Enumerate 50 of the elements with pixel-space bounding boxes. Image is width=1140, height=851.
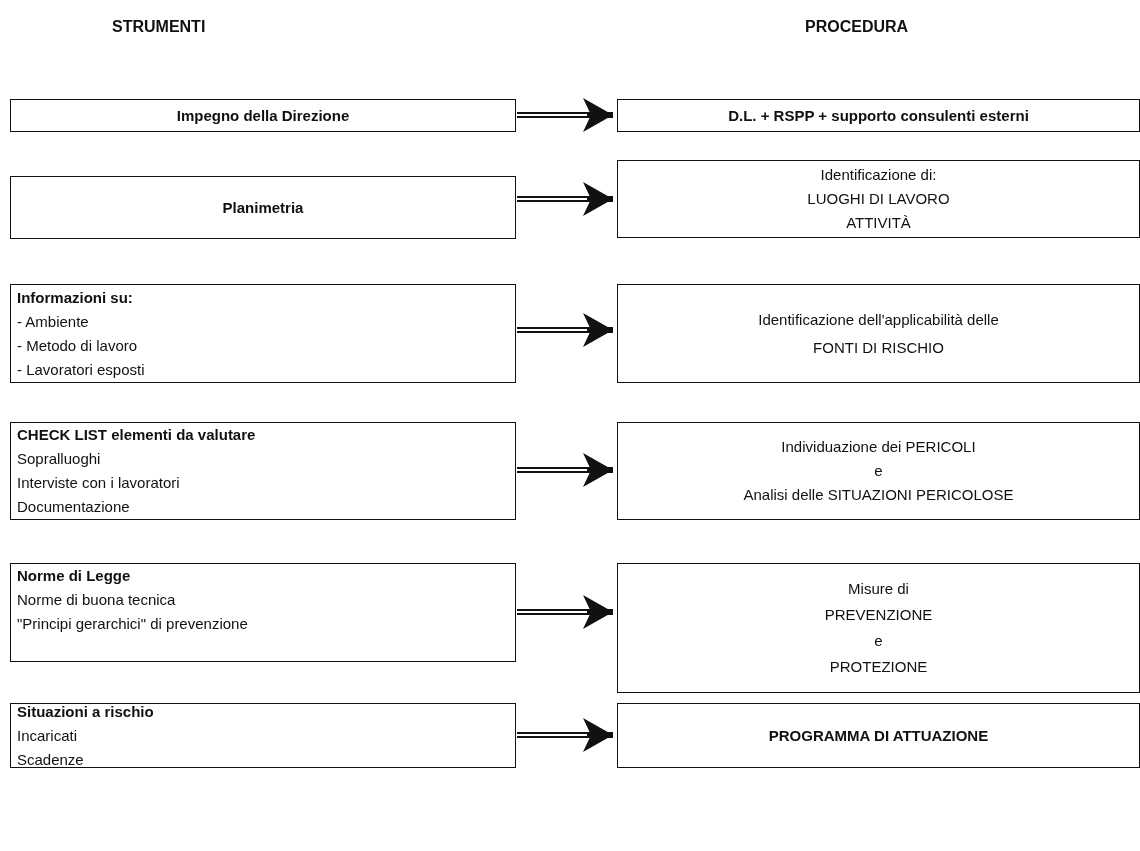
box-text: Impegno della Direzione xyxy=(176,105,350,126)
box-text: e xyxy=(874,461,883,481)
text-box xyxy=(617,563,1140,693)
text-box xyxy=(617,284,1140,383)
box-text: Incaricati xyxy=(17,725,78,746)
box-text: FONTI DI RISCHIO xyxy=(813,337,944,358)
double-arrow xyxy=(517,182,613,216)
box-text: Informazioni su: xyxy=(17,287,133,308)
box-text: Norme di buona tecnica xyxy=(17,590,176,610)
box-text: Norme di Legge xyxy=(17,566,131,586)
box-text: PREVENZIONE xyxy=(824,605,933,625)
box-text: Sopralluoghi xyxy=(17,449,101,469)
double-arrow xyxy=(517,453,613,487)
box-text: - Metodo di lavoro xyxy=(17,335,138,356)
double-arrow xyxy=(517,98,613,132)
box-text: PROGRAMMA DI ATTUAZIONE xyxy=(768,725,989,746)
box-text: "Principi gerarchici" di prevenzione xyxy=(17,614,248,634)
text-box xyxy=(617,422,1140,520)
box-text: Planimetria xyxy=(222,197,304,218)
box-text: Situazioni a rischio xyxy=(17,701,154,722)
text-box xyxy=(10,422,516,520)
box-text: D.L. + RSPP + supporto consulenti esterni xyxy=(728,105,1029,126)
box-text: Scadenze xyxy=(17,749,84,770)
box-text: PROTEZIONE xyxy=(829,657,928,677)
box-text: - Lavoratori esposti xyxy=(17,359,145,380)
box-text: CHECK LIST elementi da valutare xyxy=(17,425,256,445)
box-text: Individuazione dei PERICOLI xyxy=(781,437,976,457)
box-text: ATTIVITÀ xyxy=(846,213,911,233)
text-box xyxy=(10,284,516,383)
column-heading: STRUMENTI xyxy=(112,18,206,36)
text-box xyxy=(10,99,516,132)
box-text: Interviste con i lavoratori xyxy=(17,473,180,493)
box-text: Documentazione xyxy=(17,497,130,517)
box-text: Identificazione di: xyxy=(820,165,937,185)
text-box xyxy=(617,160,1140,238)
text-box xyxy=(10,563,516,662)
box-text: LUOGHI DI LAVORO xyxy=(807,189,950,209)
text-box xyxy=(617,99,1140,132)
text-box xyxy=(10,703,516,768)
text-box xyxy=(617,703,1140,768)
double-arrow xyxy=(517,718,613,752)
box-text: Identificazione dell'applicabilità delle xyxy=(758,309,999,330)
double-arrow xyxy=(517,595,613,629)
box-text: Misure di xyxy=(848,579,909,599)
column-heading: PROCEDURA xyxy=(805,18,909,36)
double-arrow xyxy=(517,313,613,347)
box-text: - Ambiente xyxy=(17,311,89,332)
box-text: Analisi delle SITUAZIONI PERICOLOSE xyxy=(743,485,1014,505)
box-text: e xyxy=(874,631,883,651)
text-box xyxy=(10,176,516,239)
